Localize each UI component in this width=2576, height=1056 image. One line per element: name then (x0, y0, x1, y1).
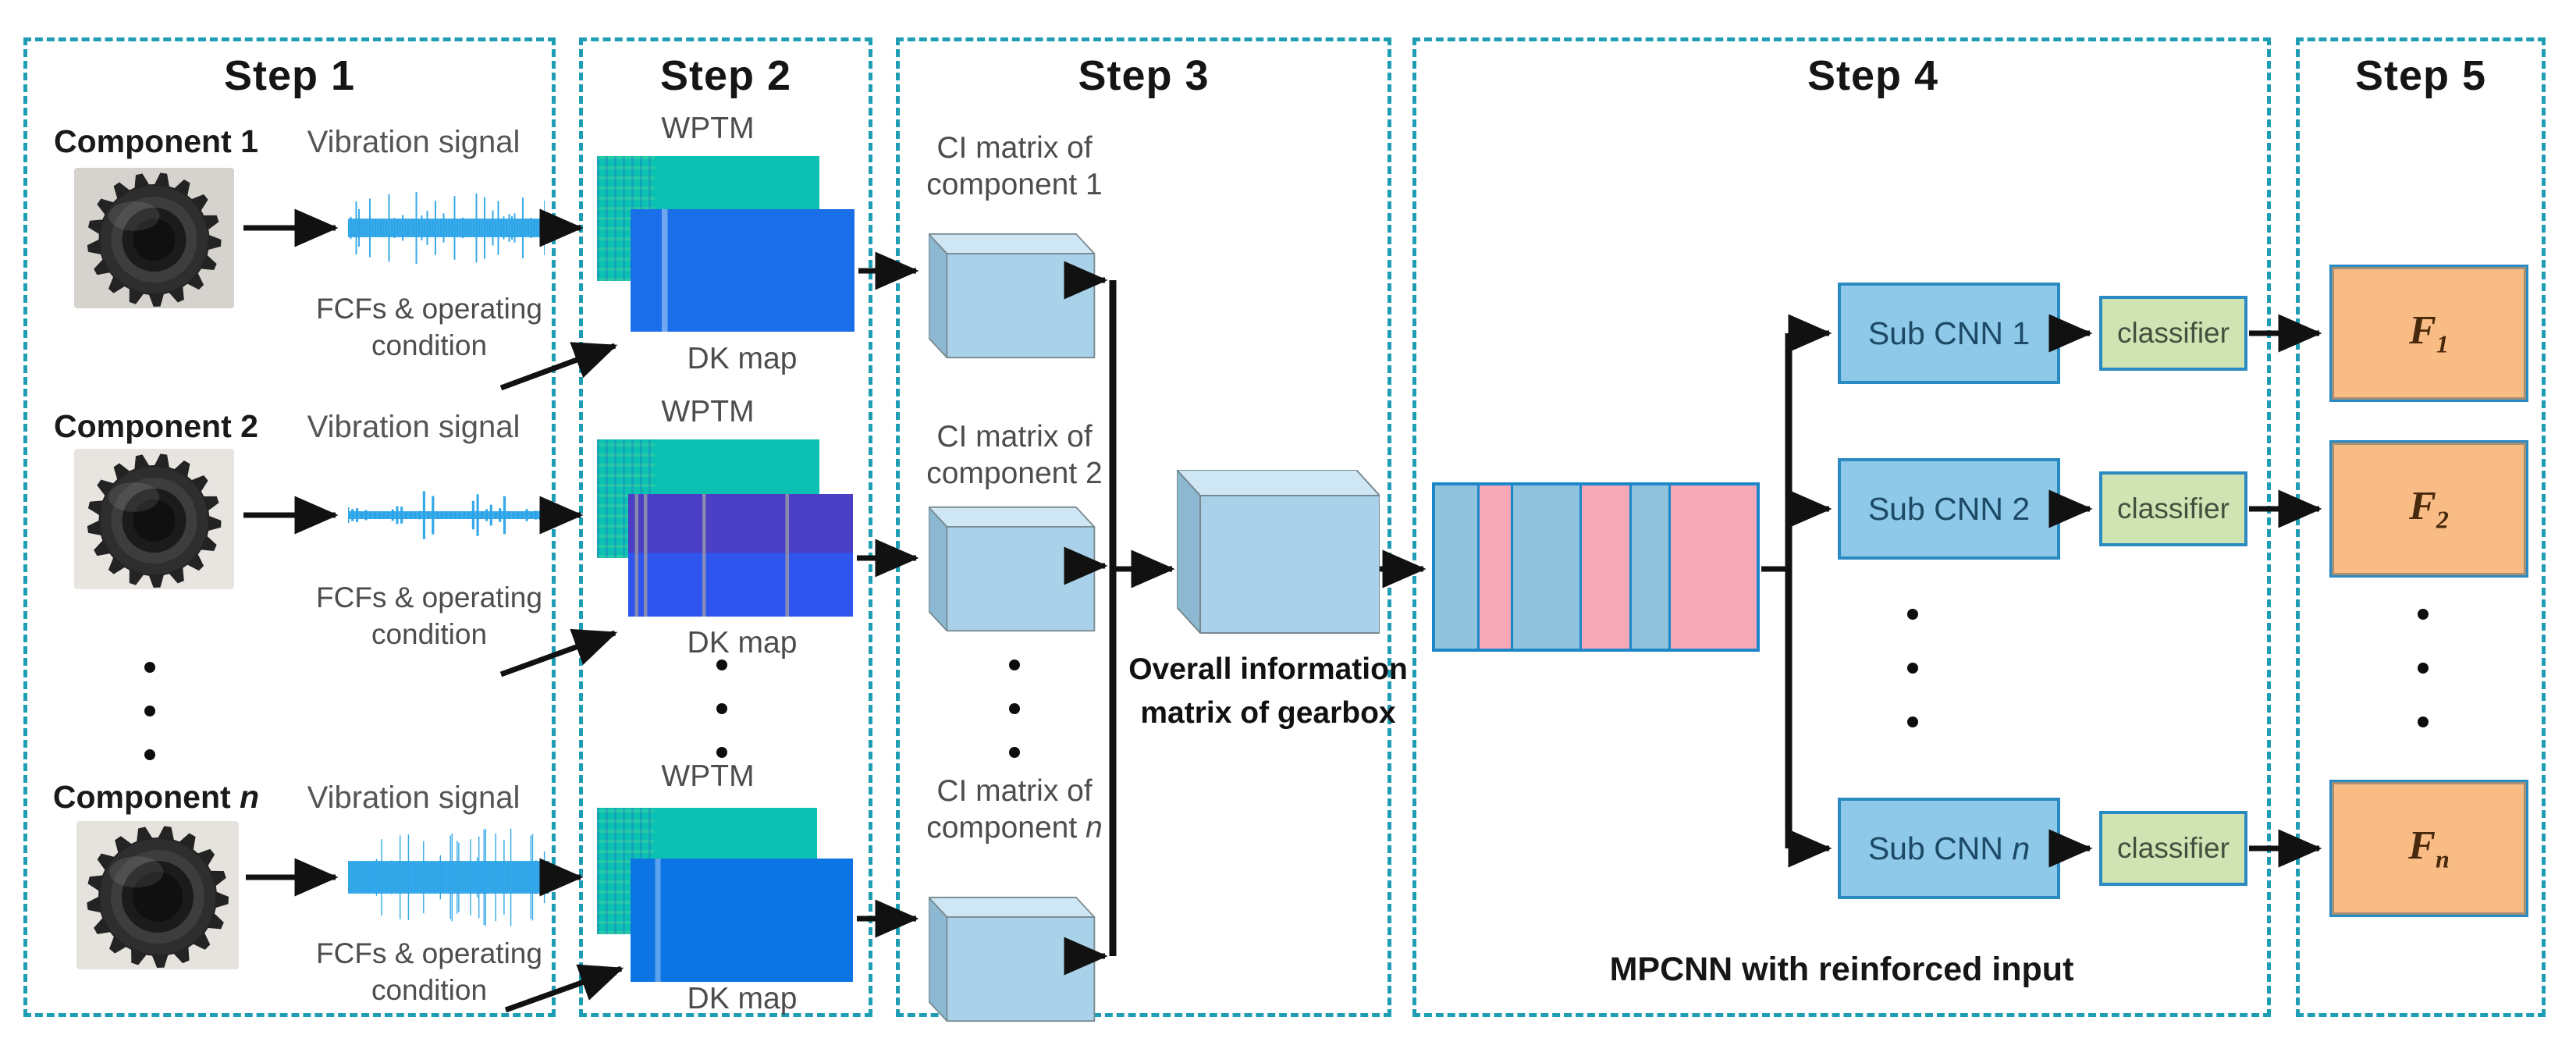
sub-cnn-1-box: Sub CNN 1 (1838, 283, 2060, 384)
vibration-signal-label-1: Vibration signal (307, 125, 521, 159)
step2-ellipsis-dots (716, 660, 727, 758)
sub-cnn-2-box: Sub CNN 2 (1838, 458, 2060, 560)
ci-cube-2 (929, 506, 1096, 632)
wptm-label-2: WPTM (661, 395, 755, 428)
mpcnn-caption: MPCNN with reinforced input (1609, 951, 2074, 988)
math-var: n (2012, 830, 2031, 866)
step-4-title: Step 4 (1807, 52, 1939, 99)
step4-ellipsis-dots (1907, 609, 1918, 727)
sub-cnn-n-box: Sub CNN n (1838, 798, 2060, 899)
classifier-2-box: classifier (2099, 471, 2247, 546)
dk-map-label-n: DK map (687, 982, 798, 1015)
fcf-label-2: FCFs & operating condition (316, 581, 542, 650)
component-2-label: Component 2 (54, 408, 258, 444)
vibration-waveform-2 (348, 491, 545, 539)
step-5-title: Step 5 (2354, 52, 2487, 99)
component-1-label: Component 1 (54, 123, 258, 159)
overall-matrix-label: Overall information matrix of gearbox (1128, 652, 1408, 730)
wptm-label-1: WPTM (661, 112, 755, 145)
vibration-waveform-1 (348, 191, 545, 265)
input-stripe-pink (1668, 485, 1757, 649)
dk-map-label-1: DK map (687, 342, 798, 375)
ci-matrix-label-1: CI matrix of component 1 (926, 131, 1103, 201)
ci-cube-1 (929, 233, 1096, 359)
overall-matrix-cube (1177, 470, 1380, 634)
step-2-title: Step 2 (659, 52, 792, 99)
input-stripe-blue (1629, 485, 1668, 649)
input-stripe-blue (1435, 485, 1477, 649)
gear-photo-n (76, 821, 239, 969)
gear-photo-2 (74, 449, 234, 589)
dk-map-1 (631, 209, 855, 332)
classifier-n-box: classifier (2099, 811, 2247, 886)
math-var: 1 (2012, 315, 2031, 351)
step-3-title: Step 3 (1078, 52, 1210, 99)
math-var: 1 (1085, 168, 1103, 201)
vibration-signal-label-2: Vibration signal (307, 410, 521, 444)
wptm-label-n: WPTM (661, 759, 755, 793)
math-var: 1 (240, 123, 258, 159)
fcf-label-1: FCFs & operating condition (316, 293, 542, 361)
fcf-label-n: FCFs & operating condition (316, 937, 542, 1006)
input-stripe-pink (1476, 485, 1511, 649)
input-stripe-blue (1510, 485, 1580, 649)
ci-cube-n (929, 896, 1096, 1022)
step3-ellipsis-dots (1009, 660, 1020, 758)
output-f1-box: F1 (2329, 265, 2528, 402)
math-var: 2 (1085, 457, 1103, 490)
math-var: 2 (240, 408, 258, 444)
panel-step-4 (1412, 37, 2271, 1017)
ci-matrix-label-n: CI matrix of component n (926, 774, 1103, 844)
gear-photo-1 (74, 168, 234, 308)
component-n-label: Component n (52, 779, 260, 815)
dk-map-n (631, 859, 853, 982)
reinforced-input-matrix (1432, 482, 1760, 652)
vibration-waveform-n (348, 828, 549, 926)
classifier-1-box: classifier (2099, 296, 2247, 371)
math-var: 2 (2012, 490, 2031, 527)
output-f2-box: F2 (2329, 440, 2528, 578)
input-stripe-pink (1579, 485, 1630, 649)
step1-ellipsis-dots (144, 662, 155, 760)
output-fn-box: Fn (2329, 780, 2528, 917)
dk-map-label-2: DK map (687, 626, 798, 660)
vibration-signal-label-n: Vibration signal (307, 780, 521, 815)
math-var: n (240, 779, 260, 815)
step-1-title: Step 1 (223, 52, 356, 99)
step5-ellipsis-dots (2418, 609, 2429, 727)
panel-step-3 (896, 37, 1391, 1017)
ci-matrix-label-2: CI matrix of component 2 (926, 420, 1103, 490)
math-var: n (1085, 811, 1103, 844)
dk-map-2 (628, 494, 853, 617)
